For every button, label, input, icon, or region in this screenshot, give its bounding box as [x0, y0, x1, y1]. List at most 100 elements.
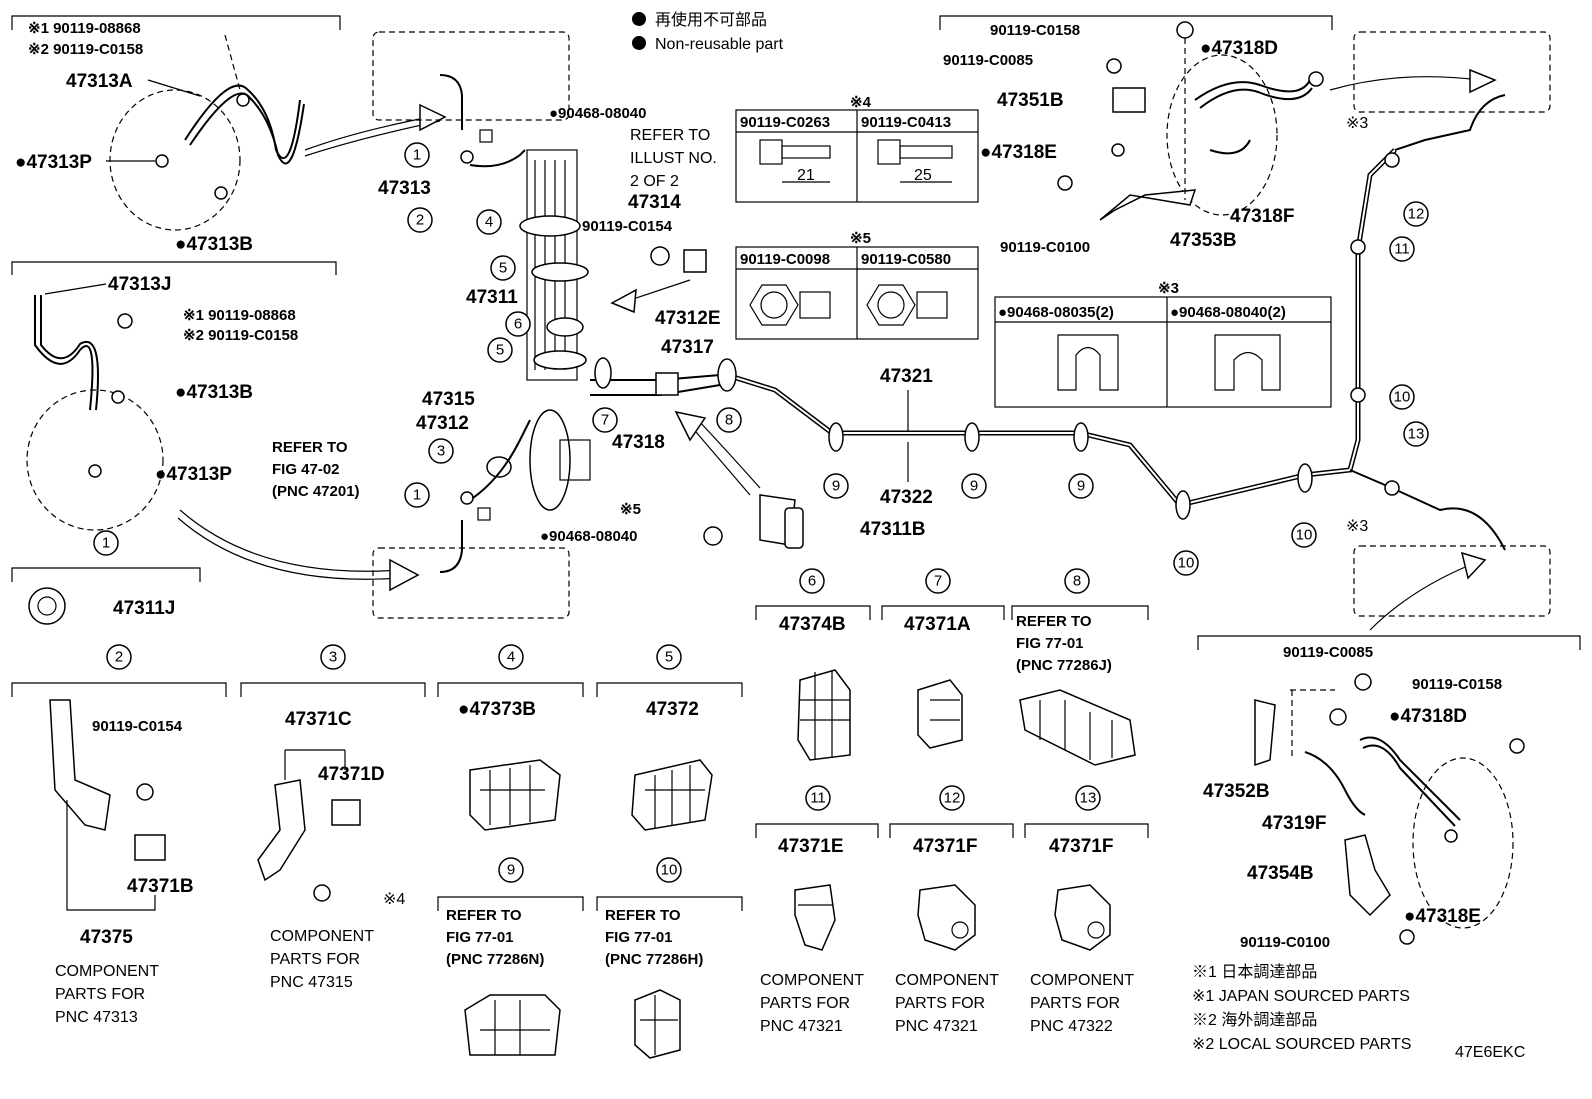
bolt-table-3: ※3 ●90468-08035(2) ●90468-08040(2): [994, 280, 1332, 408]
callout-c22: 47315: [422, 389, 475, 410]
callout-c5: ●47313B: [175, 234, 253, 255]
callout-c1: ※1 90119-08868: [28, 20, 141, 37]
callout-c8: ※2 90119-C0158: [183, 327, 298, 344]
component-1: 1 47311J: [11, 530, 201, 625]
master-cylinder-group: [460, 129, 721, 521]
callout-c20: 47312E: [655, 308, 721, 329]
rear-left-hose-group: 47313J ※1 90119-08868 ※2 90119-C0158 ●47…: [11, 261, 420, 592]
svg-text:PARTS FOR: PARTS FOR: [760, 995, 850, 1012]
ref-box-front-left: [372, 31, 570, 121]
svg-text:9: 9: [507, 862, 515, 879]
svg-text:※3: ※3: [1158, 280, 1179, 297]
callout-c38: 47318F: [1230, 206, 1294, 227]
callout-c16: 47313: [378, 178, 431, 199]
svg-text:PNC 47322: PNC 47322: [1030, 1018, 1113, 1035]
svg-text:13: 13: [1408, 426, 1425, 443]
svg-text:9: 9: [1077, 478, 1085, 495]
svg-text:90119-C0580: 90119-C0580: [861, 251, 951, 268]
callout-c18: 90119-C0154: [582, 218, 673, 235]
callout-c37: ●47318E: [980, 142, 1057, 163]
svg-text:10: 10: [1394, 389, 1411, 406]
svg-text:PARTS FOR: PARTS FOR: [1030, 995, 1120, 1012]
svg-text:12: 12: [1408, 206, 1425, 223]
component-10: 10 REFER TO FIG 77-01 (PNC 77286H): [596, 857, 743, 1059]
svg-text:PNC 47321: PNC 47321: [760, 1018, 843, 1035]
svg-text:8: 8: [1073, 573, 1081, 590]
svg-text:47352B: 47352B: [1203, 781, 1270, 802]
callout-c41: ※3: [1346, 115, 1368, 132]
svg-text:5: 5: [496, 342, 504, 359]
svg-text:47371A: 47371A: [904, 614, 971, 635]
svg-text:FIG 77-01: FIG 77-01: [446, 929, 514, 946]
callout-c29: ※5: [620, 501, 641, 518]
svg-text:REFER TO: REFER TO: [605, 907, 681, 924]
callout-c31: 47321: [880, 366, 933, 387]
legend: 再使用不可部品 Non-reusable part: [632, 11, 784, 53]
svg-text:●47318E: ●47318E: [1404, 906, 1481, 927]
component-13: 13 47371F COMPONENT PARTS FOR PNC 47322: [1024, 785, 1149, 1035]
callout-c13: REFER TO: [630, 127, 710, 144]
svg-text:47371C: 47371C: [285, 709, 352, 730]
svg-text:9: 9: [970, 478, 978, 495]
figure-code: 47E6EKC: [1455, 1044, 1525, 1061]
callout-c28: ●90468-08040: [540, 528, 637, 545]
non-reusable-dot-icon: [632, 12, 646, 26]
ref-box-rear-right: [1353, 545, 1551, 617]
bolt-table-5: ※5 90119-C0098 90119-C0580: [735, 230, 979, 340]
svg-text:90119-C0158: 90119-C0158: [1412, 676, 1502, 693]
callout-c23: 47312: [416, 413, 469, 434]
svg-text:90119-C0263: 90119-C0263: [740, 114, 830, 131]
legend-non-reusable-en: Non-reusable part: [655, 36, 784, 53]
callout-c42: ※3: [1346, 518, 1368, 535]
callout-c9: ●47313B: [175, 382, 253, 403]
svg-text:●47318D: ●47318D: [1389, 706, 1467, 727]
svg-text:COMPONENT: COMPONENT: [55, 963, 159, 980]
svg-text:REFER TO: REFER TO: [1016, 613, 1092, 630]
svg-text:47375: 47375: [80, 927, 133, 948]
component-2: 2 90119-C0154 47371B 47375 COMPONENT PAR…: [11, 644, 227, 1026]
component-7: 7 47371A: [881, 568, 1005, 749]
callout-c10: ●47313P: [155, 464, 232, 485]
svg-text:※1 JAPAN SOURCED PARTS: ※1 JAPAN SOURCED PARTS: [1192, 988, 1410, 1005]
svg-text:1: 1: [102, 535, 110, 552]
svg-text:(PNC 77286J): (PNC 77286J): [1016, 657, 1112, 674]
svg-text:47311J: 47311J: [113, 598, 175, 619]
callout-c26: FIG 47-02: [272, 461, 340, 478]
svg-text:●47373B: ●47373B: [458, 699, 536, 720]
svg-text:3: 3: [329, 649, 337, 666]
callout-c27: (PNC 47201): [272, 483, 360, 500]
callout-c12: ●90468-08040: [549, 105, 646, 122]
component-5: 5 47372: [596, 644, 743, 831]
component-11: 11 47371E COMPONENT PARTS FOR PNC 47321: [755, 785, 879, 1035]
callout-c24: 47318: [612, 432, 665, 453]
svg-text:5: 5: [665, 649, 673, 666]
svg-text:1: 1: [413, 147, 421, 164]
svg-text:5: 5: [499, 260, 507, 277]
svg-text:47371D: 47371D: [318, 764, 385, 785]
ref-box-front-right: [1353, 31, 1551, 113]
callout-c25: REFER TO: [272, 439, 348, 456]
svg-text:COMPONENT: COMPONENT: [270, 928, 374, 945]
callout-c19: 47311: [466, 287, 518, 308]
callout-c40: 47353B: [1170, 230, 1237, 251]
svg-text:4: 4: [507, 649, 515, 666]
svg-text:7: 7: [601, 412, 609, 429]
legend-non-reusable-jp: 再使用不可部品: [655, 11, 767, 29]
callout-c15: 2 OF 2: [630, 173, 679, 190]
svg-text:※2 海外調達部品: ※2 海外調達部品: [1192, 1011, 1317, 1029]
callout-c32: 47322: [880, 487, 933, 508]
svg-text:3: 3: [437, 443, 445, 460]
svg-text:※5: ※5: [850, 230, 871, 247]
svg-text:●90468-08040(2): ●90468-08040(2): [1170, 304, 1286, 321]
svg-text:(PNC 77286H): (PNC 77286H): [605, 951, 703, 968]
svg-text:※2 LOCAL SOURCED PARTS: ※2 LOCAL SOURCED PARTS: [1192, 1036, 1411, 1053]
svg-text:FIG 77-01: FIG 77-01: [1016, 635, 1084, 652]
svg-text:※4: ※4: [850, 94, 872, 111]
callout-c35: 90119-C0085: [943, 52, 1033, 69]
svg-text:10: 10: [661, 862, 678, 879]
svg-text:10: 10: [1178, 555, 1195, 572]
component-4: 4 ●47373B: [437, 644, 584, 831]
svg-text:11: 11: [1394, 241, 1410, 258]
svg-text:90119-C0100: 90119-C0100: [1240, 934, 1330, 951]
